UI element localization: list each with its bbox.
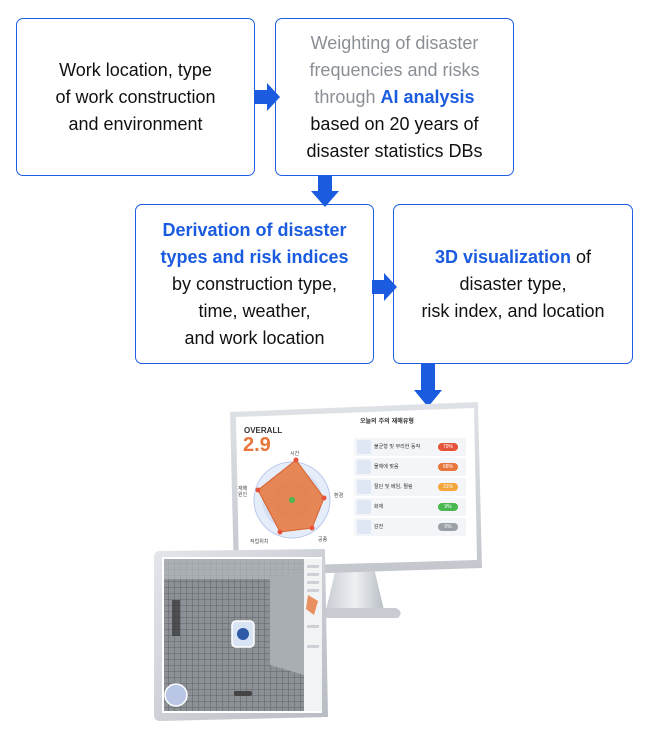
risk-item-label: 절단 및 베임, 찔림	[374, 484, 413, 490]
radar-label-bottom-left: 작업위치	[250, 539, 269, 545]
overall-label: OVERALL	[244, 426, 283, 435]
risk-index-box: Derivation of disaster types and risk in…	[135, 204, 374, 364]
radar-label-bottom-right: 공종	[318, 537, 328, 543]
radar-label-top: 시간	[290, 451, 300, 457]
box2-line2: frequencies and risks	[309, 59, 480, 80]
box4-3d-visualization: 3D visualization	[434, 246, 571, 267]
arrow-down-1-icon	[311, 176, 339, 207]
box4-line1-post: of	[571, 246, 592, 267]
box3-highlight2: types and risk indices	[160, 246, 349, 267]
radar-label-left: 재해 원인	[238, 486, 248, 498]
risk-item-label: 물체에 맞음	[374, 464, 399, 470]
risk-item-badge: 9%	[444, 504, 452, 510]
risk-item-badge: 79%	[442, 444, 453, 450]
risk-item-label: 화재	[374, 504, 384, 510]
arrow-right-2-icon	[372, 273, 397, 301]
risk-item-badge: 0%	[444, 524, 452, 530]
panel-title: 오늘의 주의 재해유형	[360, 418, 414, 425]
risk-item-badge: 68%	[442, 464, 453, 470]
ai-analysis-box: Weighting of disaster frequencies and ri…	[275, 18, 514, 176]
box2-line1: Weighting of disaster	[310, 32, 479, 53]
box4-line2: disaster type,	[459, 273, 567, 294]
desktop-monitor: OVERALL 2.9 오늘의 주의 재해유형 시간 재해 원인 환경 작업위치…	[226, 400, 486, 630]
box2-line3-pre: through	[314, 86, 381, 107]
tablet-device	[150, 545, 340, 725]
box3-line3: by construction type,	[171, 273, 338, 294]
radar-label-right: 환경	[334, 493, 344, 499]
monitor-illustration	[230, 402, 482, 618]
box3-line4: time, weather,	[198, 300, 311, 321]
arrow-right-1-icon	[254, 83, 280, 111]
box1-line1: Work location, type	[59, 59, 212, 80]
risk-item-label: 불균형 및 무리한 동작	[374, 444, 421, 450]
box4-line3: risk index, and location	[421, 300, 605, 321]
box3-line5: and work location	[184, 327, 325, 348]
box2-line3: through AI analysis	[306, 84, 482, 111]
box2-ai-analysis: AI analysis	[380, 86, 475, 107]
work-location-box: Work location, type of work construction…	[16, 18, 255, 176]
box1-line3: and environment	[68, 113, 203, 134]
arrow-down-2-icon	[414, 364, 442, 407]
risk-item-badge: 31%	[442, 484, 453, 490]
box1-line2: of work construction	[55, 86, 216, 107]
overall-value: 2.9	[243, 434, 271, 456]
box4-line1: 3D visualization of	[421, 244, 604, 271]
risk-item-label: 감전	[374, 524, 384, 530]
visualization-box: 3D visualization of disaster type, risk …	[393, 204, 633, 364]
tablet-3d-view-illustration	[154, 549, 328, 721]
box2-line5: disaster statistics DBs	[306, 140, 483, 161]
box2-line4: based on 20 years of	[310, 113, 479, 134]
box3-highlight1: Derivation of disaster	[162, 219, 347, 240]
